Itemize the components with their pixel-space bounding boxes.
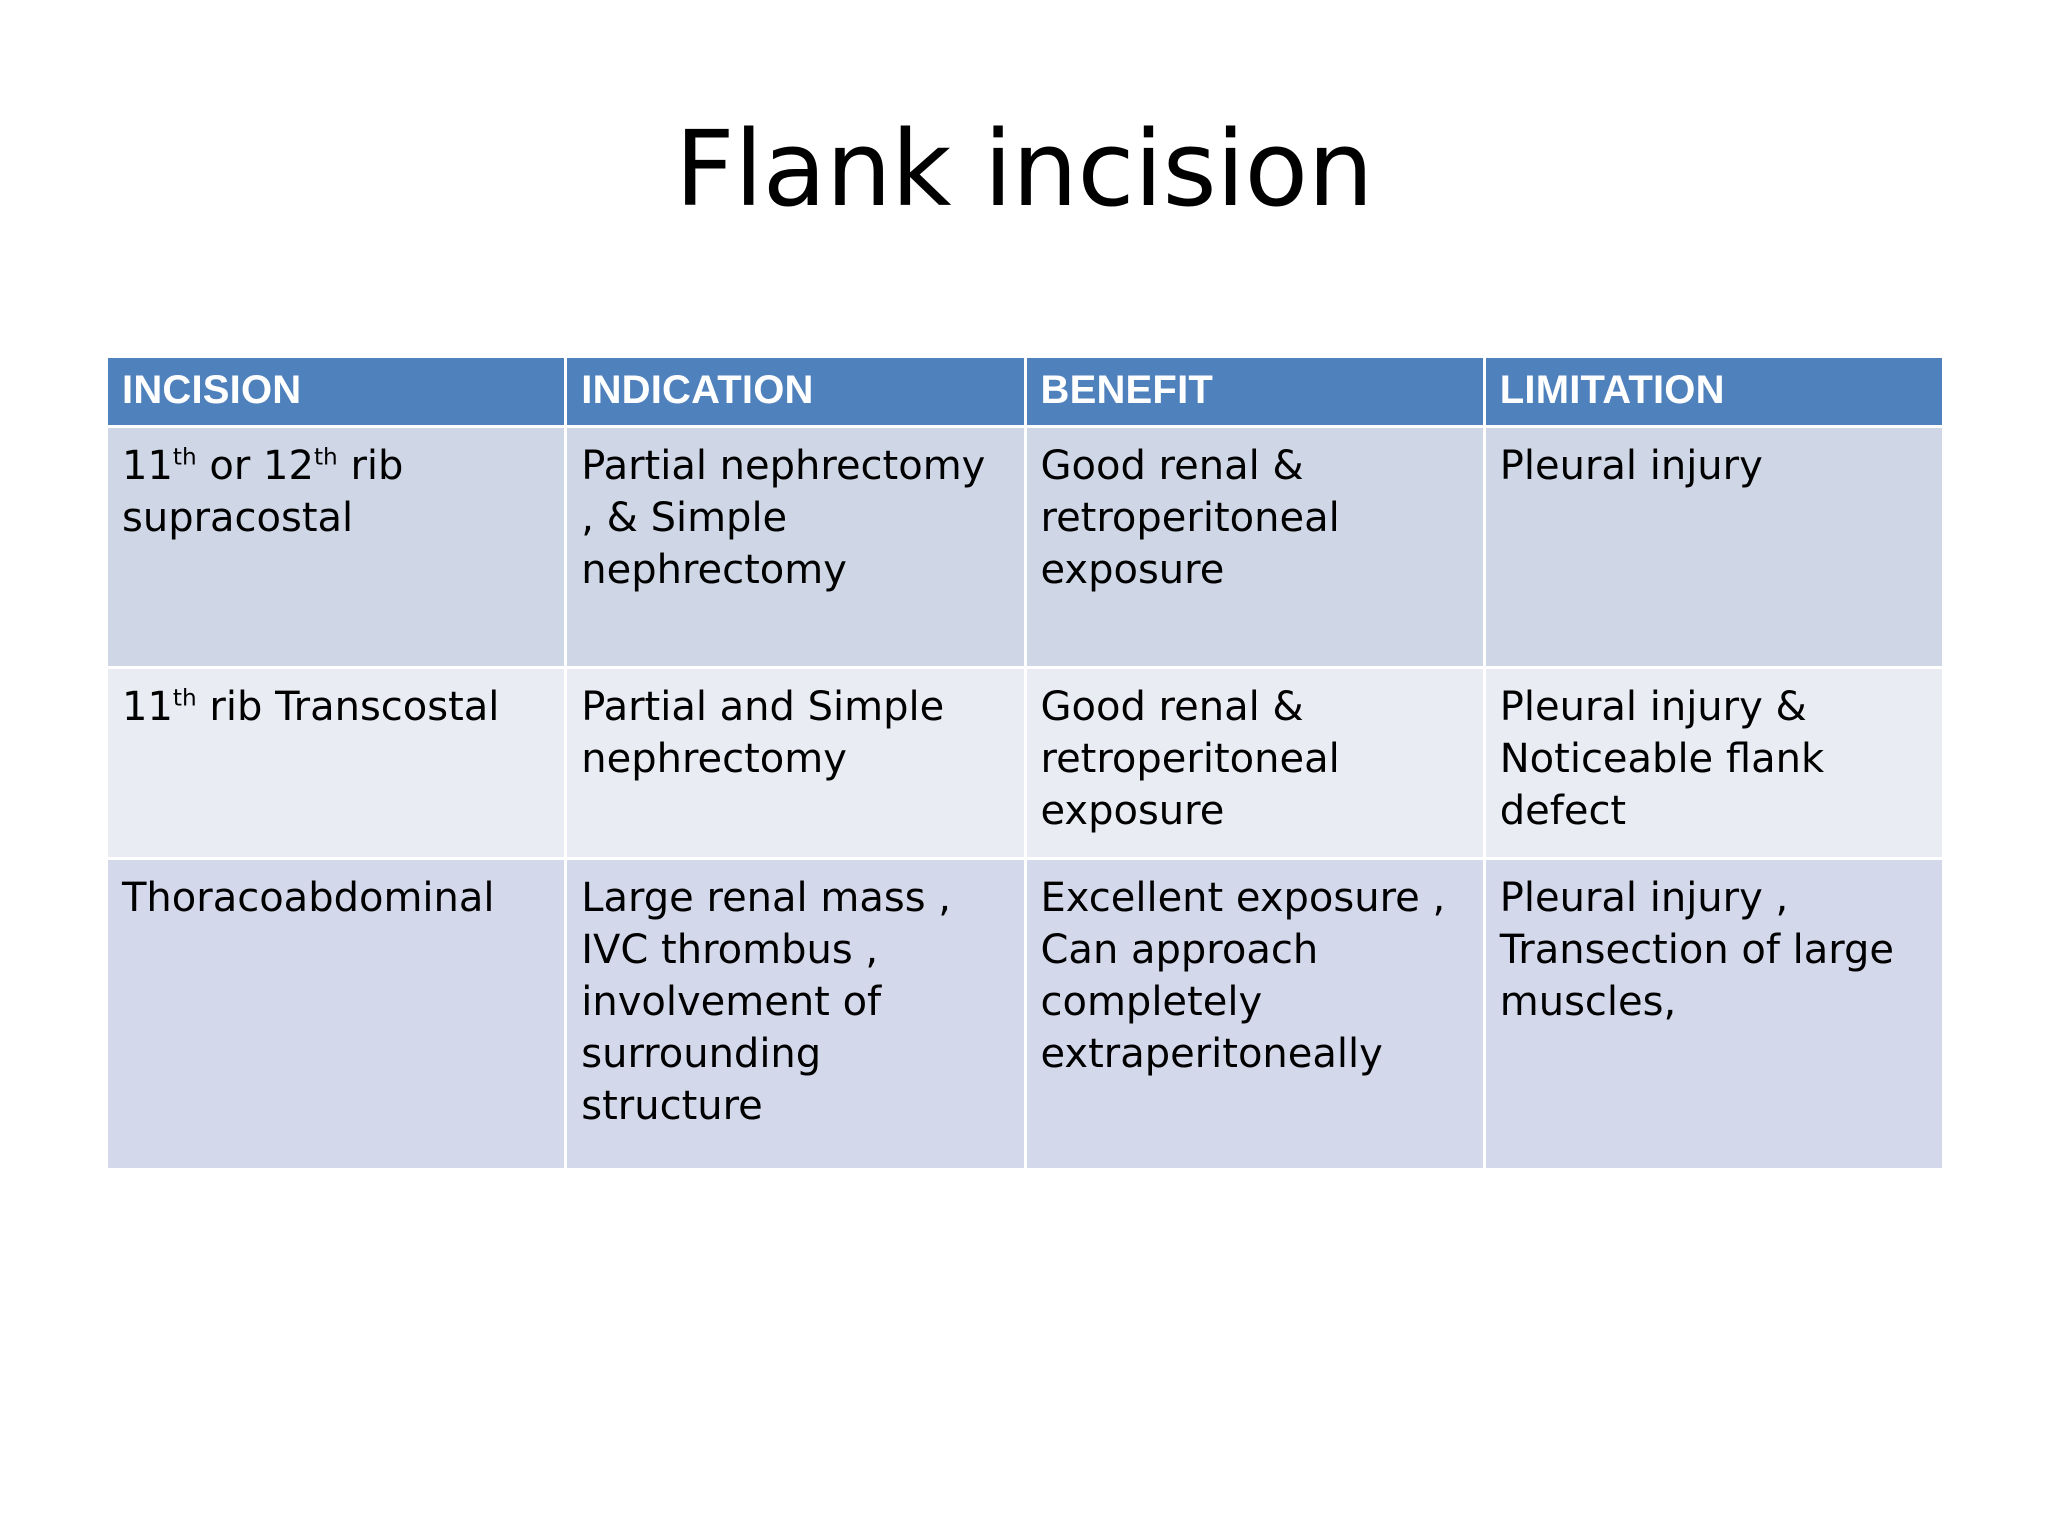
cell-indication: Partial nephrectomy , & Simple nephrecto… [567, 428, 1024, 666]
ordinal-suffix: th [172, 684, 197, 712]
column-header-limitation: LIMITATION [1485, 358, 1942, 425]
page-title: Flank incision [674, 108, 1374, 230]
comparison-table-container: INCISION INDICATION BENEFIT LIMITATION 1… [105, 355, 1945, 1171]
incision-text-part: 11 [122, 684, 173, 730]
table-body: 11th or 12th rib supracostal Partial nep… [108, 428, 1942, 1168]
column-header-indication: INDICATION [567, 358, 1024, 425]
incision-text-part: 11 [122, 443, 173, 489]
cell-limitation: Pleural injury , Transection of large mu… [1485, 860, 1942, 1168]
cell-limitation: Pleural injury & Noticeable flank defect [1485, 669, 1942, 857]
column-header-benefit: BENEFIT [1026, 358, 1483, 425]
incision-text-part: rib Transcostal [196, 684, 500, 730]
table-row: 11th rib Transcostal Partial and Simple … [108, 669, 1942, 857]
cell-incision: 11th rib Transcostal [108, 669, 565, 857]
incision-comparison-table: INCISION INDICATION BENEFIT LIMITATION 1… [105, 355, 1945, 1171]
cell-benefit: Good renal & retroperitoneal exposure [1026, 428, 1483, 666]
ordinal-suffix: th [172, 443, 197, 471]
table-header: INCISION INDICATION BENEFIT LIMITATION [108, 358, 1942, 425]
ordinal-suffix: th [313, 443, 338, 471]
cell-indication: Large renal mass , IVC thrombus , involv… [567, 860, 1024, 1168]
table-row: 11th or 12th rib supracostal Partial nep… [108, 428, 1942, 666]
cell-limitation: Pleural injury [1485, 428, 1942, 666]
incision-text-part: rib supracostal [122, 443, 404, 541]
cell-incision: 11th or 12th rib supracostal [108, 428, 565, 666]
column-header-incision: INCISION [108, 358, 565, 425]
cell-indication: Partial and Simple nephrectomy [567, 669, 1024, 857]
incision-text-part: or 12 [196, 443, 314, 489]
cell-benefit: Excellent exposure , Can approach comple… [1026, 860, 1483, 1168]
cell-incision: Thoracoabdominal [108, 860, 565, 1168]
cell-benefit: Good renal & retroperitoneal exposure [1026, 669, 1483, 857]
table-header-row: INCISION INDICATION BENEFIT LIMITATION [108, 358, 1942, 425]
table-row: Thoracoabdominal Large renal mass , IVC … [108, 860, 1942, 1168]
